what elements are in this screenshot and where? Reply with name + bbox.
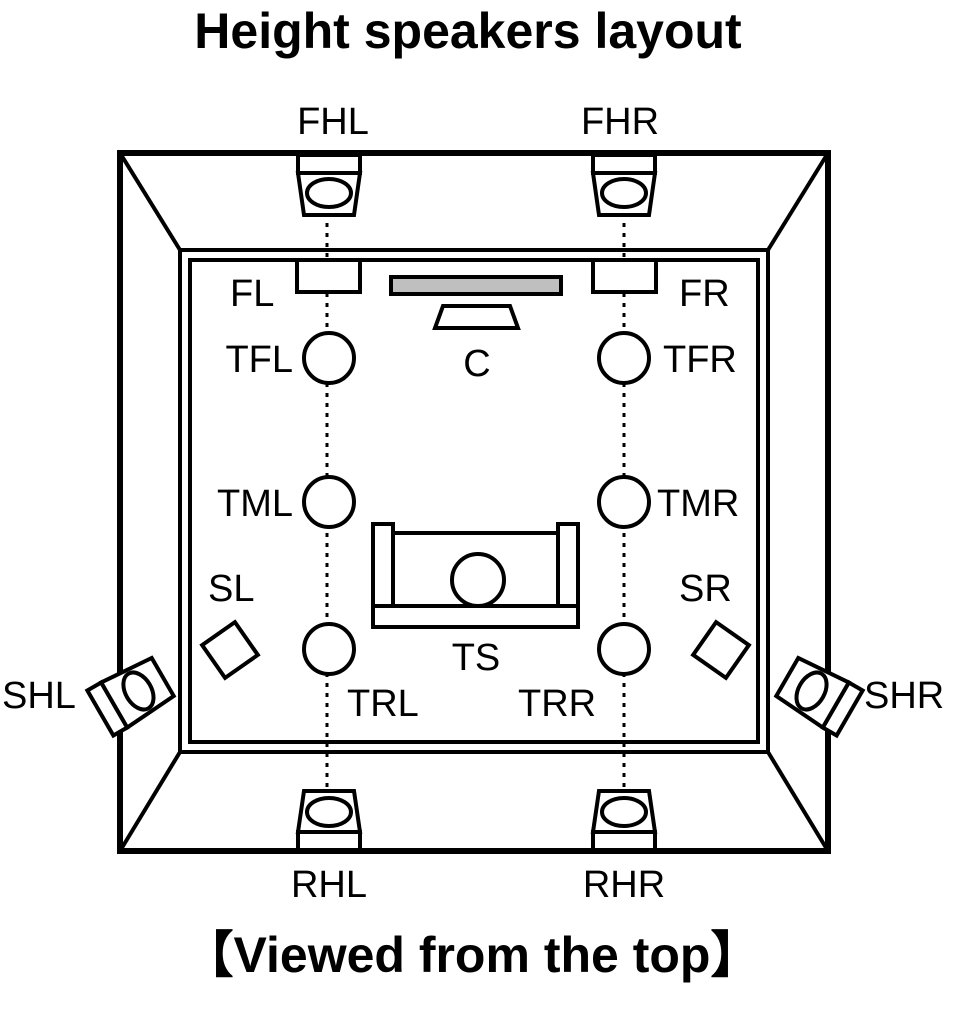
- rhl-box: [296, 830, 362, 852]
- room-inner-wall-inner: [188, 258, 760, 744]
- screen-bar: [389, 275, 563, 296]
- room-outer-wall: [117, 150, 831, 854]
- label-c: C: [463, 343, 490, 385]
- label-sr: SR: [679, 568, 732, 610]
- room-corner-line-tl: [118, 151, 182, 252]
- label-fr: FR: [679, 273, 730, 315]
- rhr-cone: [600, 796, 648, 828]
- room-corner-line-bl: [118, 750, 182, 853]
- rhl-cone: [305, 796, 353, 828]
- speaker-shl: [84, 655, 177, 739]
- label-shr: SHR: [864, 675, 944, 717]
- speaker-tfl: [302, 331, 356, 385]
- label-ts: TS: [452, 637, 501, 679]
- seat-arm-left: [371, 522, 395, 608]
- diagram-title: Height speakers layout: [194, 3, 742, 59]
- speaker-trr: [597, 622, 651, 676]
- label-tmr: TMR: [657, 483, 739, 525]
- speaker-fr: [591, 258, 658, 294]
- diagram-caption: 【Viewed from the top】: [184, 927, 761, 983]
- label-fl: FL: [230, 273, 274, 315]
- label-trr: TRR: [518, 683, 596, 725]
- room-corner-line-tr: [766, 151, 830, 252]
- room: [117, 150, 831, 854]
- label-trl: TRL: [347, 683, 419, 725]
- label-fhr: FHR: [581, 101, 659, 143]
- fhr-box: [591, 153, 657, 175]
- room-inner-wall-outer: [178, 248, 770, 754]
- speaker-fhl: [295, 153, 363, 217]
- speaker-fl: [295, 258, 362, 294]
- speaker-tfr: [597, 331, 651, 385]
- label-rhr: RHR: [583, 864, 665, 906]
- rhr-box: [591, 830, 657, 852]
- speaker-rhr: [590, 789, 658, 852]
- speaker-ts: [450, 552, 506, 608]
- label-tml: TML: [217, 483, 293, 525]
- label-rhl: RHL: [291, 864, 367, 906]
- seat-base: [371, 604, 580, 629]
- fhr-cone: [600, 177, 648, 209]
- label-tfl: TFL: [225, 339, 293, 381]
- speaker-sr: [690, 619, 752, 681]
- speaker-fhr: [590, 153, 658, 217]
- label-shl: SHL: [2, 675, 76, 717]
- speaker-sl: [199, 619, 261, 681]
- fhl-cone: [305, 177, 353, 209]
- shl-cone: [121, 670, 156, 712]
- speaker-rhl: [295, 789, 363, 852]
- label-tfr: TFR: [663, 339, 737, 381]
- speaker-shr: [773, 655, 866, 739]
- label-fhl: FHL: [297, 101, 369, 143]
- speaker-tmr: [597, 475, 651, 529]
- shr-cone: [794, 670, 829, 712]
- speaker-c: [432, 304, 521, 330]
- seat-arm-right: [556, 522, 580, 608]
- label-sl: SL: [208, 568, 254, 610]
- room-corner-line-br: [766, 750, 830, 853]
- fhl-box: [296, 153, 362, 175]
- speaker-trl: [302, 622, 356, 676]
- speaker-tml: [302, 475, 356, 529]
